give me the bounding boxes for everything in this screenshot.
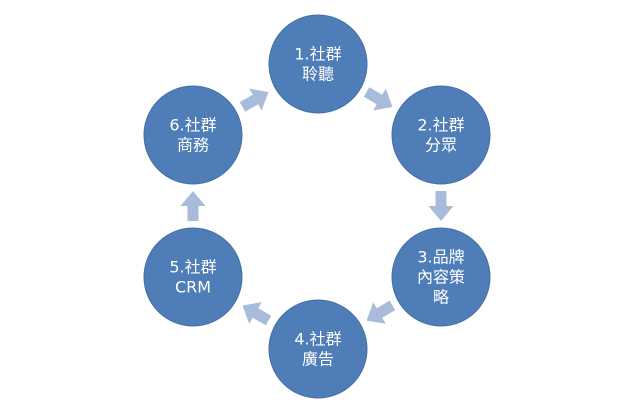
cycle-node-1-label-line-2: 聆聽 [302,65,334,84]
cycle-node-2-label-line-2: 分眾 [425,136,457,155]
cycle-node-6-circle [143,85,243,185]
cycle-node-4-label-line-2: 廣告 [302,350,334,369]
cycle-node-3-circle [391,227,491,327]
cycle-node-3-label-line-2: 內容策 [417,268,465,287]
arrow-n4-to-n5 [242,302,272,326]
cycle-node-3-label-line-1: 3.品牌 [417,248,464,267]
cycle-node-1-circle [268,14,368,114]
cycle-node-3-label-line-3: 略 [433,288,449,307]
cycle-node-5-label-line-2: CRM [175,278,211,297]
cycle-node-4-label-line-1: 4.社群 [294,330,341,349]
arrow-n2-to-n3 [428,191,454,221]
cycle-node-6-label-line-1: 6.社群 [169,116,216,135]
cycle-node-5-label-line-1: 5.社群 [169,258,216,277]
arrow-n5-to-n6 [180,191,206,221]
arrow-n6-to-n1 [239,88,269,112]
arrows-layer [180,87,454,326]
cycle-node-6-label-line-2: 商務 [177,136,209,155]
cycle-node-4-circle [268,299,368,399]
cycle-node-2-circle [391,85,491,185]
cycle-node-5-circle [143,227,243,327]
cycle-node-1-label-line-1: 1.社群 [294,45,341,64]
arrow-n3-to-n4 [366,300,396,324]
arrow-n1-to-n2 [363,87,393,111]
cycle-node-2-label-line-1: 2.社群 [417,116,464,135]
